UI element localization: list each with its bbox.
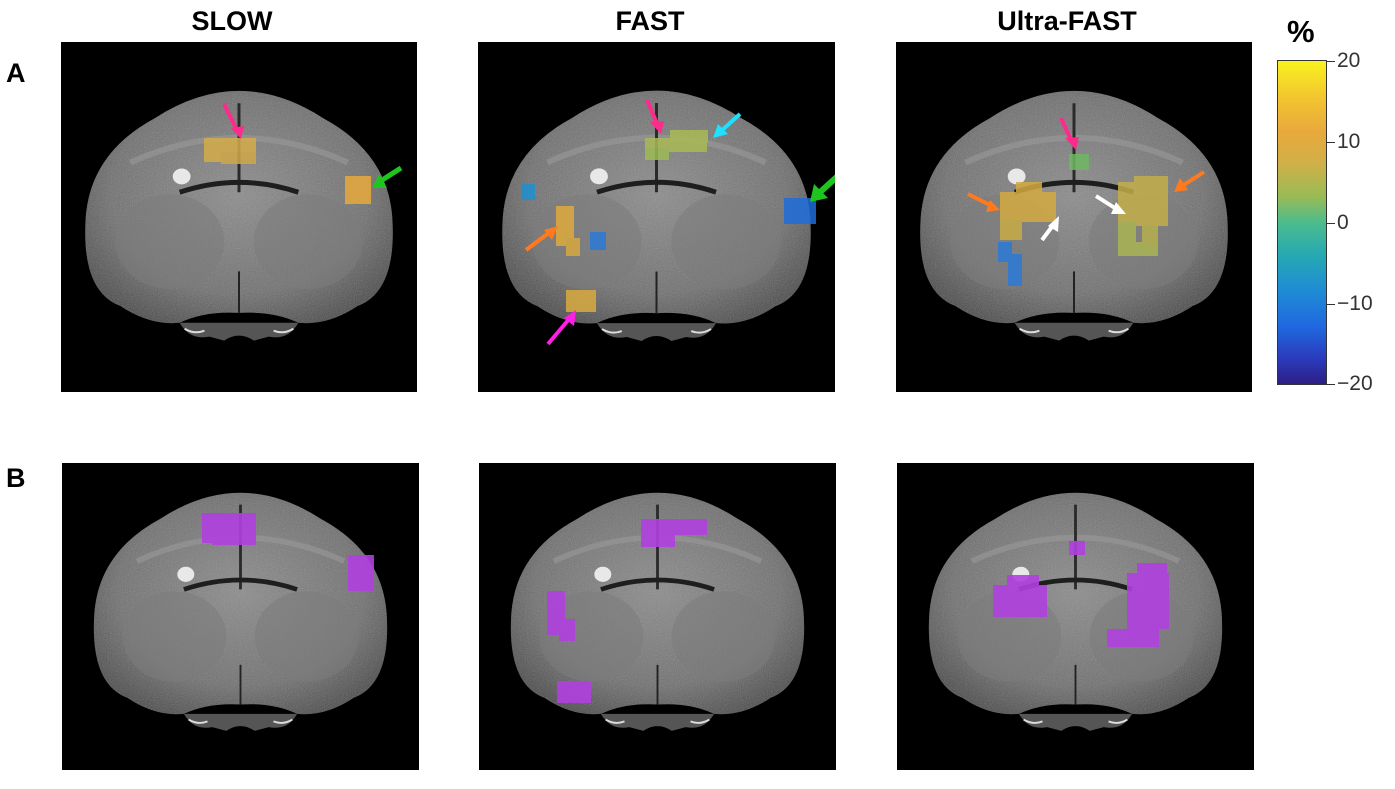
colorbar-tick xyxy=(1327,304,1335,305)
arrow-white xyxy=(1094,194,1126,214)
colorbar-label: −10 xyxy=(1337,292,1373,315)
panel-a-slow xyxy=(61,42,417,392)
panel-b-fast xyxy=(479,463,836,770)
arrow-orange xyxy=(1174,170,1206,192)
arrow-pink xyxy=(1059,117,1079,150)
arrow-green xyxy=(810,174,835,202)
arrow-pink xyxy=(222,103,244,139)
colorbar-label: 10 xyxy=(1337,130,1361,153)
activation-overlay xyxy=(998,154,1168,286)
colorbar-tick xyxy=(1327,142,1335,143)
colorbar-unit: % xyxy=(1287,14,1315,49)
row-label-a: A xyxy=(6,58,26,88)
arrow-white xyxy=(1040,216,1059,242)
arrow-magenta xyxy=(546,310,576,346)
brain-image xyxy=(61,42,403,392)
colorbar-tick xyxy=(1327,61,1335,62)
brain-image xyxy=(478,42,835,346)
column-title-fast: FAST xyxy=(615,6,685,36)
brain-image xyxy=(896,42,1252,392)
arrow-pink xyxy=(645,99,664,134)
panel-a-fast xyxy=(478,42,835,392)
activation-overlay xyxy=(521,130,816,312)
column-title-slow: SLOW xyxy=(191,6,273,36)
panel-a-ultrafast xyxy=(896,42,1252,392)
arrow-orange xyxy=(524,226,558,252)
arrow-orange xyxy=(967,192,1000,212)
brain-image xyxy=(479,463,836,770)
arrow-green xyxy=(372,165,403,188)
brain-image xyxy=(897,463,1254,770)
colorbar-label: 20 xyxy=(1337,49,1361,72)
panel-b-ultrafast xyxy=(897,463,1254,770)
activation-overlay xyxy=(993,541,1169,647)
colorbar-tick xyxy=(1327,384,1335,385)
panel-b-slow xyxy=(62,463,419,770)
arrow-cyan xyxy=(713,112,742,138)
row-label-b: B xyxy=(6,463,26,493)
activation-overlay xyxy=(204,138,371,204)
colorbar-label: −20 xyxy=(1337,372,1373,395)
colorbar xyxy=(1277,60,1327,385)
colorbar-tick xyxy=(1327,223,1335,224)
activation-overlay xyxy=(202,513,374,591)
activation-overlay xyxy=(547,519,707,703)
colorbar-label: 0 xyxy=(1337,211,1349,234)
brain-image xyxy=(62,463,419,770)
column-title-ultrafast: Ultra-FAST xyxy=(997,6,1137,36)
